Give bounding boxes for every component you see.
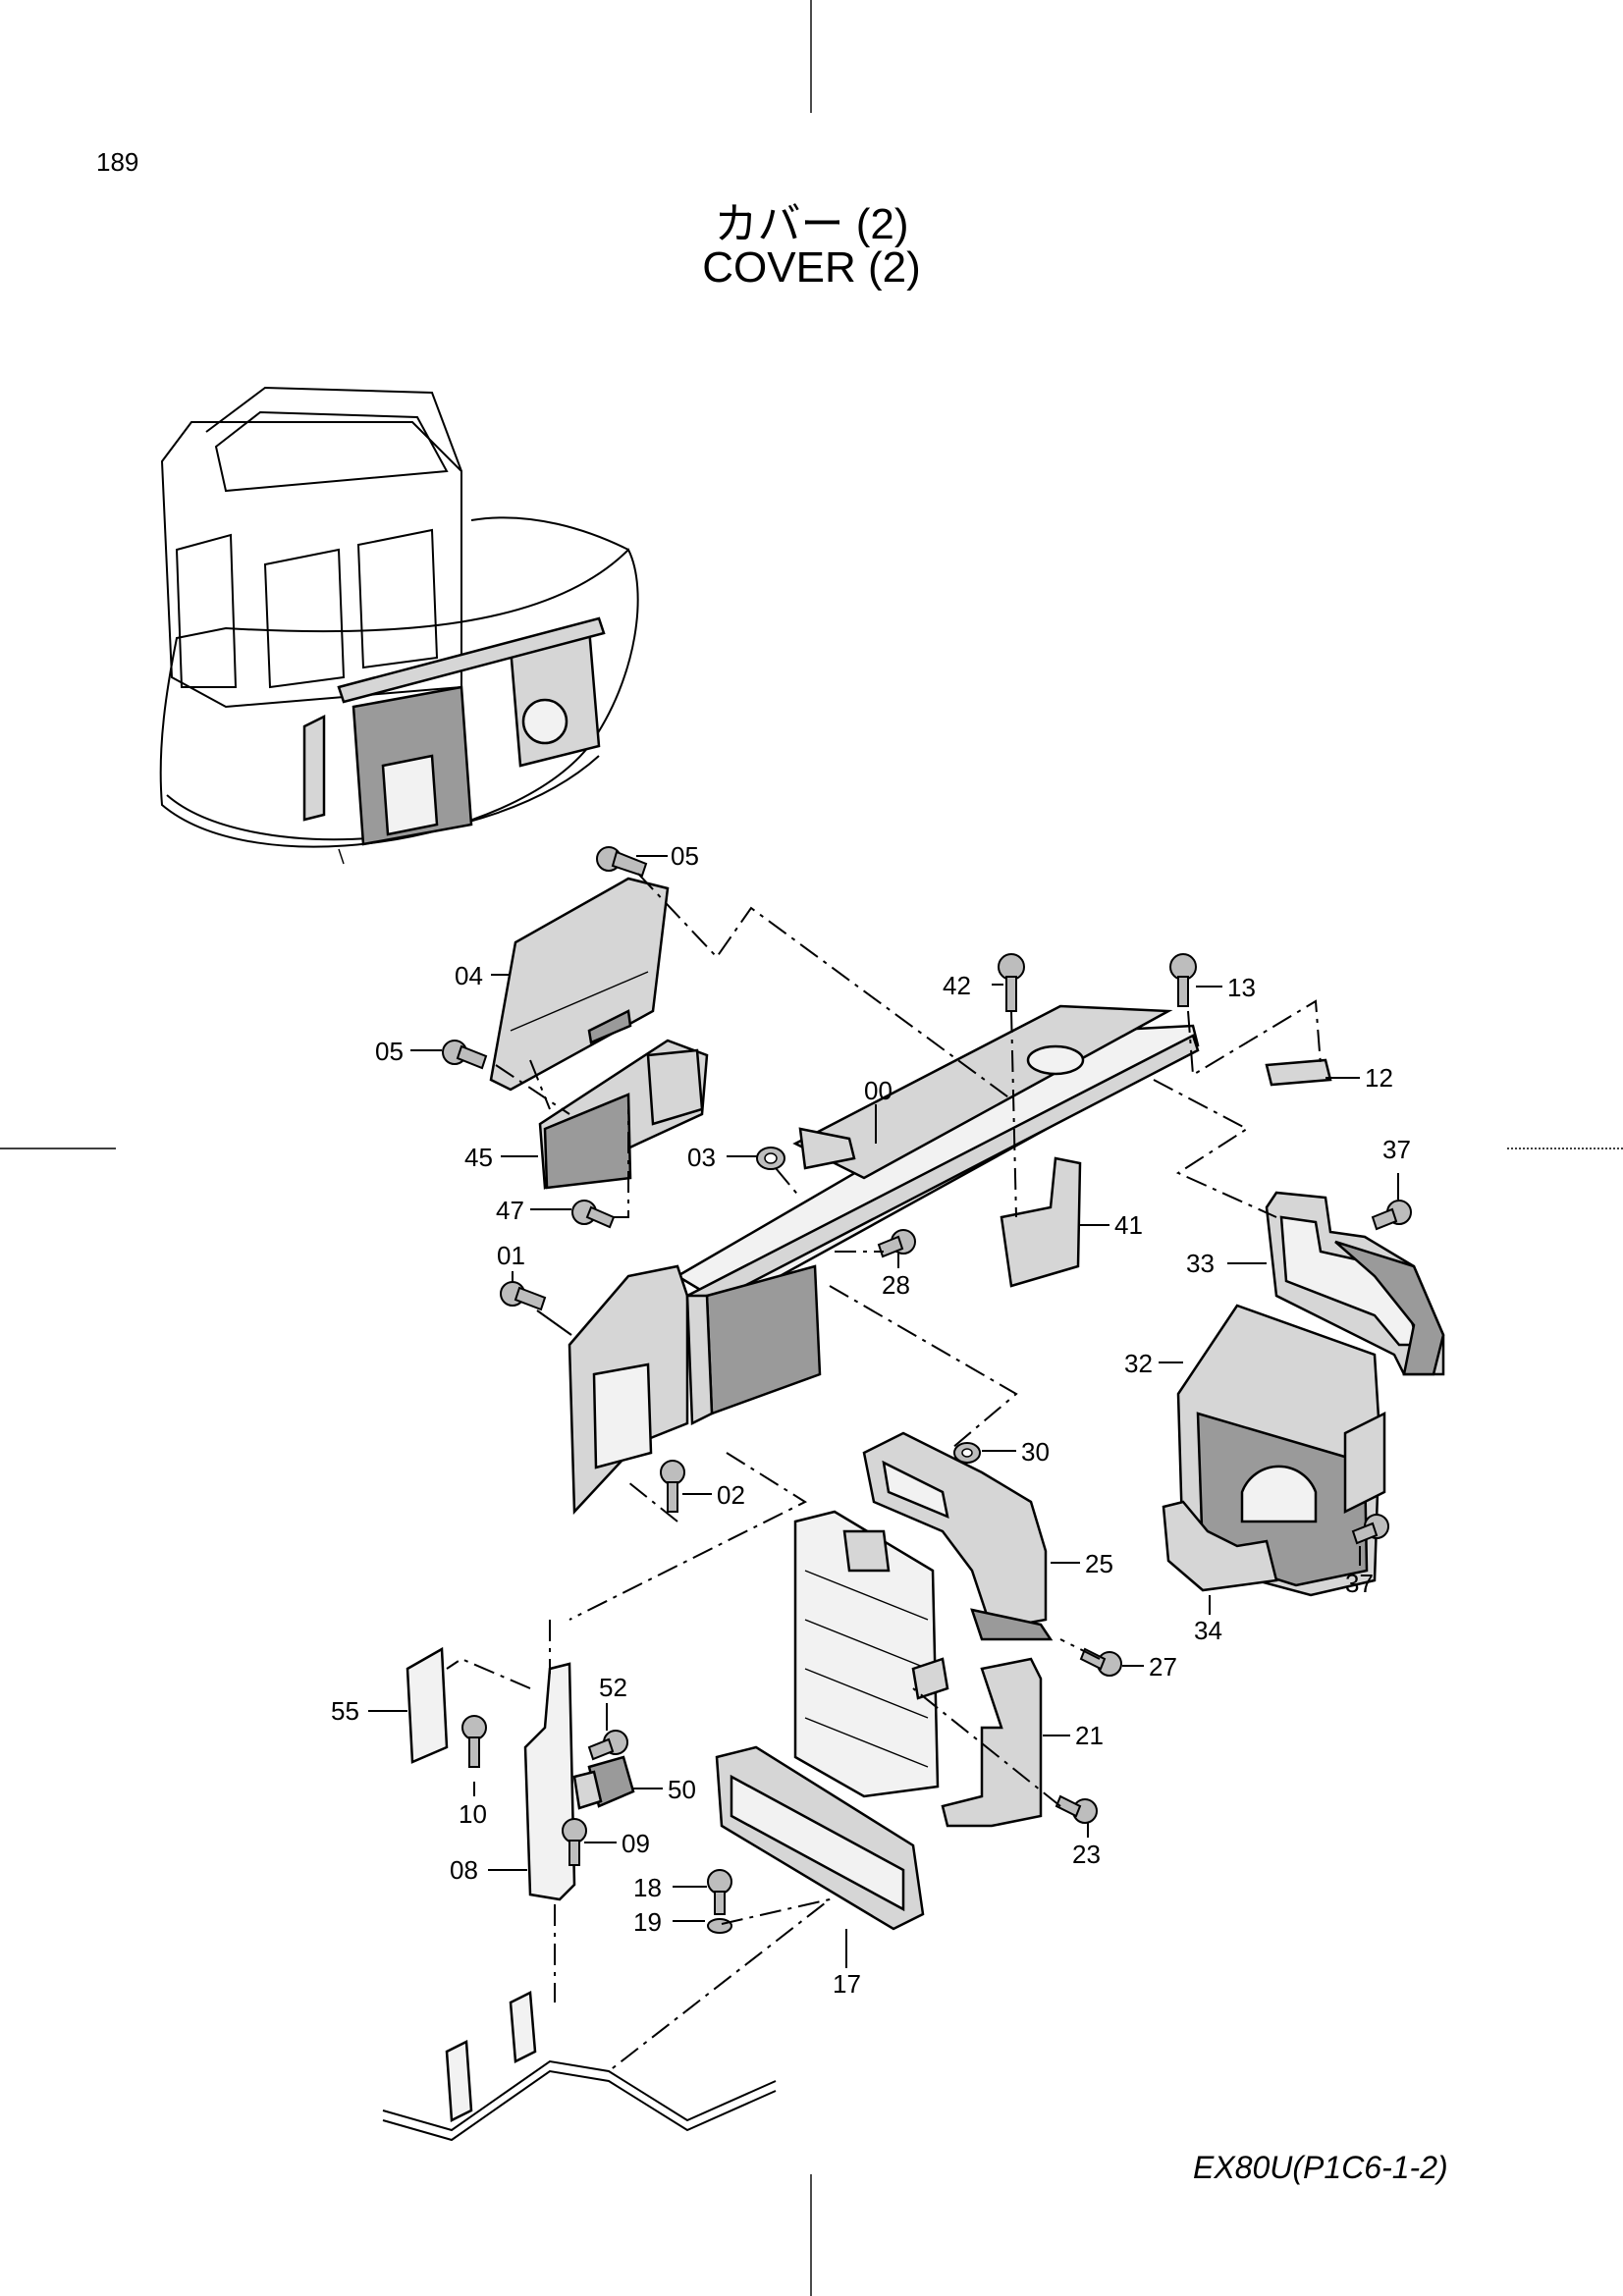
label-00: 00: [864, 1076, 893, 1105]
page-number: 189: [96, 147, 139, 177]
bolt-05-side: [442, 1040, 488, 1070]
label-08: 08: [450, 1855, 478, 1885]
bolt-37-top: [1371, 1200, 1412, 1231]
bolt-47: [571, 1200, 616, 1229]
label-55: 55: [331, 1696, 359, 1726]
part-32-duct-cover: [1176, 1304, 1386, 1597]
nut-30: [953, 1442, 981, 1464]
part-33-gasket-frame: [1265, 1191, 1445, 1376]
label-52: 52: [599, 1673, 627, 1702]
part-01-side-panel: [568, 1264, 822, 1516]
bolt-01: [500, 1281, 547, 1311]
label-37: 37: [1382, 1135, 1411, 1164]
bolt-37-bottom: [1351, 1514, 1389, 1545]
part-50-switch-block: [572, 1755, 635, 1810]
label-41: 41: [1114, 1210, 1143, 1240]
label-19: 19: [633, 1907, 662, 1937]
bolt-10: [461, 1715, 487, 1768]
bolt-28: [877, 1229, 916, 1258]
label-10: 10: [459, 1799, 487, 1829]
label-05: 05: [375, 1037, 404, 1066]
label-12: 12: [1365, 1063, 1393, 1093]
label-18: 18: [633, 1873, 662, 1902]
label-34: 34: [1194, 1616, 1222, 1645]
label-50: 50: [668, 1775, 696, 1804]
label-13: 13: [1227, 973, 1256, 1002]
label-37: 37: [1345, 1569, 1374, 1598]
part-labels: 05 04 05 42 13 12 00 45 03 37 47 41 01 3…: [331, 841, 1411, 1999]
bolt-27: [1079, 1647, 1122, 1677]
label-05: 05: [671, 841, 699, 871]
page-title-english: COVER (2): [702, 243, 921, 292]
label-30: 30: [1021, 1437, 1050, 1467]
label-02: 02: [717, 1480, 745, 1510]
part-41-plate: [1000, 1156, 1082, 1288]
part-34-seal: [1162, 1500, 1278, 1592]
label-28: 28: [882, 1270, 910, 1300]
part-17-bottom-channel: [715, 1745, 925, 1931]
bolt-09: [562, 1818, 587, 1866]
part-00-main-frame: [675, 1004, 1200, 1312]
bolt-42: [998, 953, 1025, 1012]
label-45: 45: [464, 1143, 493, 1172]
assembly-lines: [446, 873, 1322, 2072]
lower-frame-outline: [382, 1991, 777, 2142]
part-21-bracket: [941, 1657, 1043, 1828]
label-25: 25: [1085, 1549, 1113, 1578]
bolt-23: [1055, 1794, 1098, 1824]
label-21: 21: [1075, 1721, 1104, 1750]
label-01: 01: [497, 1241, 525, 1270]
radiator-core: [793, 1510, 949, 1798]
bolts: [442, 846, 1412, 1934]
part-08-vertical-bracket: [523, 1662, 576, 1901]
label-03: 03: [687, 1143, 716, 1172]
bolt-18: [707, 1869, 732, 1915]
page-title-japanese: カバー (2): [714, 200, 909, 248]
bolt-05-top: [596, 846, 648, 878]
part-04-side-cover: [489, 877, 670, 1092]
part-12-clip: [1265, 1058, 1332, 1087]
excavator-overview-illustration: [159, 386, 639, 865]
nut-03: [756, 1147, 785, 1170]
part-55-plate: [406, 1646, 449, 1764]
bolt-13: [1169, 953, 1197, 1007]
label-27: 27: [1149, 1652, 1177, 1682]
label-23: 23: [1072, 1840, 1101, 1869]
leader-lines: [368, 855, 1399, 1968]
part-25-curved-duct: [862, 1431, 1054, 1641]
label-09: 09: [622, 1829, 650, 1858]
label-17: 17: [833, 1969, 861, 1999]
bolt-52: [587, 1730, 628, 1761]
label-42: 42: [943, 971, 971, 1000]
bolt-02: [660, 1460, 685, 1513]
label-47: 47: [496, 1196, 524, 1225]
label-32: 32: [1124, 1349, 1153, 1378]
label-33: 33: [1186, 1249, 1215, 1278]
label-04: 04: [455, 961, 483, 990]
washer-19: [707, 1918, 732, 1934]
part-45-bracket: [538, 1039, 709, 1190]
model-code-footer: EX80U(P1C6-1-2): [1193, 2150, 1448, 2185]
